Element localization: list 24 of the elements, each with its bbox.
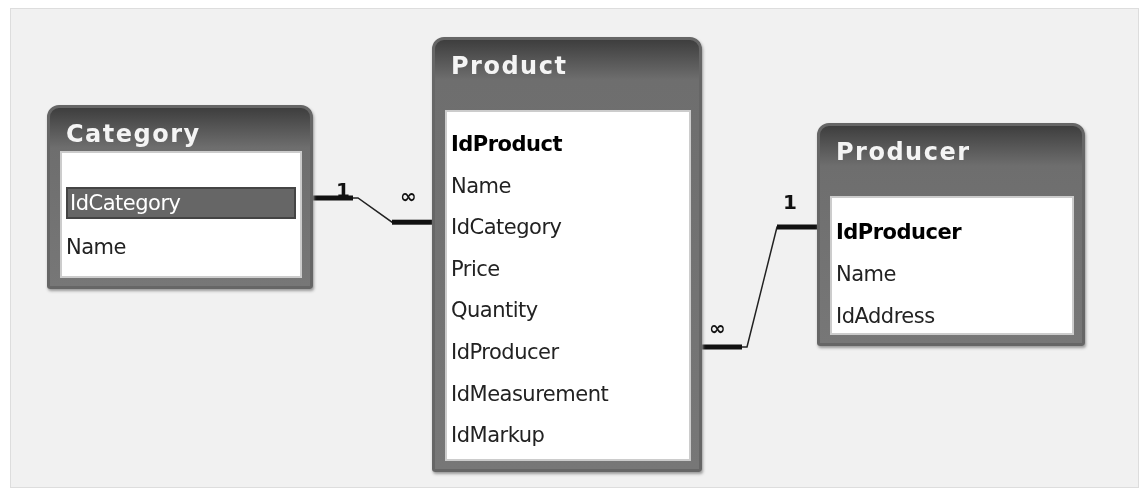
cardinality-label: 1 [783,192,797,212]
relationship-line [312,195,433,225]
field-name: IdMeasurement [451,380,609,408]
primary-key-field: IdProducer [836,218,962,246]
relationship-line [701,224,818,350]
table-box [47,105,313,289]
table-title: Category [66,120,201,148]
field-name: Price [451,255,500,283]
field-name: IdCategory [451,214,562,242]
table-box [432,37,702,472]
field-name: IdMarkup [451,422,545,450]
field-name: Name [836,261,896,288]
field-name: IdAddress [836,303,935,330]
cardinality-label: ∞ [709,318,726,338]
field-name: IdProducer [451,339,559,366]
primary-key-field: IdProduct [451,130,562,158]
table-title: Producer [836,138,971,166]
field-name: Name [451,172,511,200]
table-box [817,123,1085,346]
field-name: Name [66,234,126,261]
table-title: Product [451,52,568,80]
field-name: Quantity [451,297,538,325]
selected-field: IdCategory [66,187,296,219]
cardinality-label: ∞ [400,186,417,206]
